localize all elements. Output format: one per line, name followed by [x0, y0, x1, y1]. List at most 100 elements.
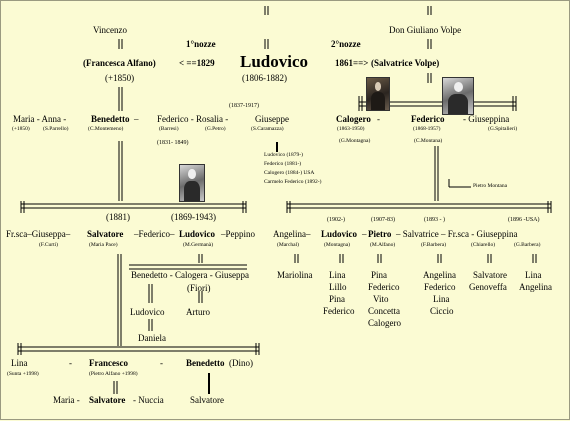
portrait-photo-icon [366, 77, 390, 111]
salvatrice2-years: (1893 - ) [424, 217, 445, 223]
pietro-spouse: (M.Alfano) [370, 242, 396, 248]
ludovico3-spouse: (Montagna) [324, 242, 350, 248]
second-marriage-arrow: 1861==> [335, 58, 369, 68]
ludovico2-name: Ludovico [179, 229, 216, 239]
fsca-spouse: (F.Curti) [39, 242, 58, 248]
portrait-photo-icon [442, 77, 474, 115]
dino-label: (Dino) [229, 358, 253, 368]
salvatrice-volpe: (Salvatrice Volpe) [371, 58, 440, 68]
federico-right-spouse: (C.Montana) [414, 138, 443, 144]
federico-giuseppe-years: (1837-1917) [229, 103, 259, 109]
ludovico2-years: (1869-1943) [171, 212, 216, 222]
lina-col-2: Pina [329, 294, 346, 304]
pina-col-3: Concetta [368, 306, 400, 316]
child-carmelo: Carmelo Federico (1892-) [264, 179, 322, 185]
francesco-spouse: (Pietro Alfano +1998) [89, 371, 138, 377]
salvatore-spouse: (Maria Pace) [89, 242, 118, 248]
vincenzo-name: Vincenzo [93, 25, 127, 35]
nuccia-name: - Nuccia [133, 395, 164, 405]
ludovico2-spouse: (M.Germanà) [183, 242, 214, 248]
giuseppina2-years: (1896 -USA) [508, 217, 540, 223]
federico-right-name: Federico [411, 114, 445, 124]
pietro-years: (1907-83) [371, 217, 395, 223]
angelina-col-2: Lina [433, 294, 450, 304]
salvatore-col-1: Genoveffa [469, 282, 507, 292]
pina-col-4: Calogero [368, 318, 401, 328]
fsca2-spouse: (Chiarello) [471, 242, 496, 248]
ludovico3-name: Ludovico [321, 229, 358, 239]
rosalia-spouse: (G.Petro) [205, 126, 226, 132]
francesco-name: Francesco [89, 358, 128, 368]
pietro-montana-label: Pietro Montana [473, 183, 508, 189]
first-marriage-label: 1°nozze [186, 39, 216, 49]
mariolina-name: Mariolina [277, 270, 313, 280]
benedetto-dino-name: Benedetto [186, 358, 225, 368]
salvatrice2-spouse: (F.Barbera) [421, 242, 447, 248]
salvatore-dino-son: Salvatore [190, 395, 224, 405]
dash: – [134, 114, 139, 124]
giuseppe-spouse: (S.Caramazza) [251, 126, 284, 132]
lina-col-0: Lina [329, 270, 346, 280]
giuseppina-spouse: (G.Spitalieri) [488, 126, 518, 132]
angelina-col-0: Angelina [423, 270, 456, 280]
first-marriage-arrow: < ==1829 [179, 58, 215, 68]
second-marriage-label: 2°nozze [331, 39, 361, 49]
lina2-col-0: Lina [525, 270, 542, 280]
dash: - [160, 358, 163, 368]
giuseppe-name: Giuseppe [255, 114, 289, 124]
gen3-left-row: Benedetto - Calogera - Giuseppa [131, 270, 249, 280]
lina-col-3: Federico [323, 306, 355, 316]
benedetto-name: Benedetto [91, 114, 130, 124]
dash: - [69, 358, 72, 368]
lina-col-1: Lillo [329, 282, 347, 292]
federico2-name: –Federico– [134, 229, 175, 239]
dash: - [377, 114, 380, 124]
salvatore-gen5: Salvatore [89, 395, 126, 405]
ludovico-name: Ludovico [240, 52, 309, 71]
lina2-col-1: Angelina [519, 282, 552, 292]
portrait-photo-icon [179, 164, 205, 202]
pina-col-0: Pina [371, 270, 388, 280]
ludovico3-year: (1902-) [327, 217, 345, 223]
child-ludovico: Ludovico (1879-) [264, 152, 303, 158]
peppino-name: –Peppino [221, 229, 256, 239]
lina-gen4-spouse: (Sunta +1998) [7, 371, 39, 377]
pina-col-2: Vito [373, 294, 389, 304]
federico-years: (1831- 1849) [157, 140, 189, 146]
angelina-name: Angelina– [273, 229, 311, 239]
arturo-name: Arturo [186, 307, 210, 317]
calogero-spouse: (G.Montagna) [339, 138, 371, 144]
calogero-name: Calogero [336, 114, 371, 124]
pietro-name: Pietro [368, 229, 392, 239]
angelina-spouse: (Marchal) [277, 242, 299, 248]
child-federico: Federico (1881-) [264, 161, 302, 167]
benedetto-spouse: (C.Montemeno) [88, 126, 124, 132]
salvatore-name: Salvatore [87, 229, 124, 239]
francesca-years: (+1850) [105, 73, 135, 83]
federico-spouse: (Barresi) [159, 126, 179, 132]
giuliano-name: Don Giuliano Volpe [389, 25, 462, 35]
gen2-left-row-pre: Fr.sca–Giuseppa– [6, 229, 71, 239]
angelina-col-3: Ciccio [430, 306, 454, 316]
federico-right-years: (1868-1957) [413, 126, 441, 132]
dash: – [362, 229, 367, 239]
fiori-label: (Fiori) [187, 283, 211, 293]
ludovico-years: (1806-1882) [242, 73, 287, 83]
federico-rosalia: Federico - Rosalia - [157, 114, 229, 124]
pina-col-1: Federico [368, 282, 400, 292]
maria-gen5: Maria - [53, 395, 80, 405]
salvatore-col-0: Salvatore [473, 270, 507, 280]
gen2-right-row-post: – Salvatrice – Fr.sca - Giuseppina [396, 229, 518, 239]
salvatore-year: (1881) [106, 212, 130, 222]
ludovico4-name: Ludovico [130, 307, 165, 317]
lina-gen4: Lina [11, 358, 28, 368]
daniela-name: Daniela [138, 333, 166, 343]
anna-spouse: (S.Parrello) [43, 126, 69, 132]
giuseppina2-spouse: (G.Barbera) [514, 242, 541, 248]
angelina-col-1: Federico [424, 282, 456, 292]
maria-anna: Maria - Anna - [13, 114, 67, 124]
maria-spouse: (+1850) [12, 126, 30, 132]
francesca-alfano: (Francesca Alfano) [83, 58, 156, 68]
